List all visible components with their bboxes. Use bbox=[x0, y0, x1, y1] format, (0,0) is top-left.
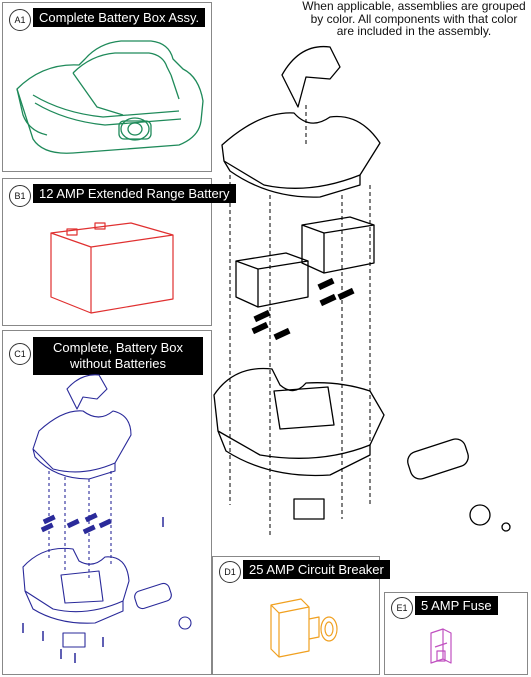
circuit-breaker-illustration bbox=[270, 598, 338, 658]
note-line-2: by color. All components with that color bbox=[310, 11, 518, 26]
panel-e1-badge: E1 bbox=[391, 597, 413, 619]
panel-c1: C1 Complete, Battery Box without Batteri… bbox=[2, 330, 212, 675]
assembly-note: When applicable, assemblies are grouped … bbox=[300, 0, 528, 38]
panel-c1-title-line2: without Batteries bbox=[69, 356, 167, 371]
panel-b1: B1 12 AMP Extended Range Battery bbox=[2, 178, 236, 326]
panel-c1-badge: C1 bbox=[9, 343, 31, 365]
note-line-1: When applicable, assemblies are grouped bbox=[302, 0, 526, 13]
panel-d1-title: 25 AMP Circuit Breaker bbox=[243, 560, 390, 579]
panel-a1-badge: A1 bbox=[9, 9, 31, 31]
panel-a1: A1 Complete Battery Box Assy. bbox=[2, 2, 212, 172]
panel-d1-badge: D1 bbox=[219, 561, 241, 583]
panel-d1: D1 25 AMP Circuit Breaker bbox=[212, 556, 390, 675]
panel-c1-title-line1: Complete, Battery Box bbox=[52, 340, 184, 355]
battery-box-exploded-illustration bbox=[22, 374, 192, 663]
panel-e1-title: 5 AMP Fuse bbox=[415, 596, 498, 615]
fuse-illustration bbox=[430, 628, 452, 664]
panel-c1-title: Complete, Battery Box without Batteries bbox=[33, 337, 203, 375]
battery-illustration bbox=[50, 222, 174, 314]
note-line-3: are included in the assembly. bbox=[336, 24, 492, 38]
panel-e1: E1 5 AMP Fuse bbox=[384, 592, 528, 675]
main-exploded-diagram bbox=[213, 45, 511, 535]
panel-a1-title: Complete Battery Box Assy. bbox=[33, 8, 206, 27]
battery-box-assembly-illustration bbox=[16, 40, 204, 154]
panel-b1-title: 12 AMP Extended Range Battery bbox=[33, 184, 236, 203]
panel-b1-badge: B1 bbox=[9, 185, 31, 207]
